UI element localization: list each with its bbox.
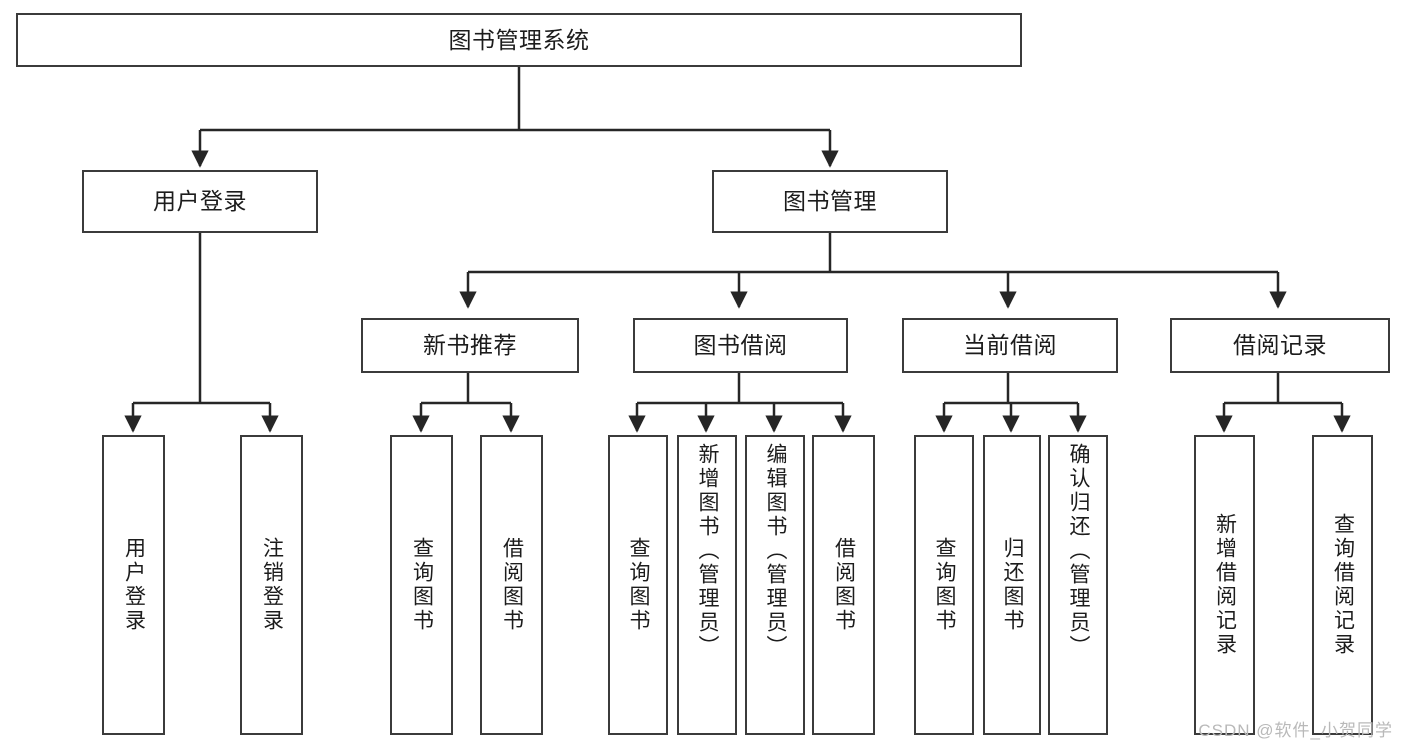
node-leaf-return-book[interactable]: 归还图书 — [983, 435, 1041, 735]
node-leaf-query-book-newbook[interactable]: 查询图书 — [390, 435, 453, 735]
node-book-manage[interactable]: 图书管理 — [712, 170, 948, 233]
node-leaf-logout[interactable]: 注销登录 — [240, 435, 303, 735]
node-user-login-label: 用户登录 — [153, 188, 247, 215]
node-leaf-logout-label: 注销登录 — [260, 537, 284, 633]
node-new-book-label: 新书推荐 — [423, 332, 517, 359]
node-book-manage-label: 图书管理 — [783, 188, 877, 215]
node-current-borrow-label: 当前借阅 — [963, 332, 1057, 359]
node-leaf-borrow-book-label: 借阅图书 — [832, 537, 856, 633]
node-current-borrow[interactable]: 当前借阅 — [902, 318, 1118, 373]
node-leaf-query-borrow-record-label: 查询借阅记录 — [1331, 513, 1355, 657]
node-leaf-add-book-admin-label: 新增图书（管理员） — [696, 443, 720, 659]
node-leaf-borrow-book-newbook[interactable]: 借阅图书 — [480, 435, 543, 735]
node-leaf-edit-book-admin[interactable]: 编辑图书（管理员） — [745, 435, 805, 735]
node-leaf-edit-book-admin-label: 编辑图书（管理员） — [764, 443, 788, 659]
node-leaf-query-book-borrow[interactable]: 查询图书 — [608, 435, 668, 735]
node-leaf-query-book-current-label: 查询图书 — [933, 537, 957, 633]
node-leaf-query-book-newbook-label: 查询图书 — [410, 537, 434, 633]
node-leaf-query-book-current[interactable]: 查询图书 — [914, 435, 974, 735]
node-book-borrow[interactable]: 图书借阅 — [633, 318, 848, 373]
node-leaf-confirm-return-admin-label: 确认归还（管理员） — [1067, 443, 1091, 659]
node-leaf-return-book-label: 归还图书 — [1001, 537, 1025, 633]
node-leaf-user-login-label: 用户登录 — [122, 537, 146, 633]
node-root-label: 图书管理系统 — [448, 26, 590, 53]
node-leaf-add-book-admin[interactable]: 新增图书（管理员） — [677, 435, 737, 735]
node-borrow-record[interactable]: 借阅记录 — [1170, 318, 1390, 373]
node-leaf-borrow-book[interactable]: 借阅图书 — [812, 435, 875, 735]
node-new-book[interactable]: 新书推荐 — [361, 318, 579, 373]
node-borrow-record-label: 借阅记录 — [1233, 332, 1327, 359]
csdn-watermark: CSDN @软件_小贺同学 — [1198, 721, 1393, 740]
node-leaf-borrow-book-newbook-label: 借阅图书 — [500, 537, 524, 633]
node-leaf-confirm-return-admin[interactable]: 确认归还（管理员） — [1048, 435, 1108, 735]
node-root[interactable]: 图书管理系统 — [16, 13, 1022, 67]
node-leaf-query-borrow-record[interactable]: 查询借阅记录 — [1312, 435, 1373, 735]
node-leaf-query-book-borrow-label: 查询图书 — [627, 537, 651, 633]
node-leaf-add-borrow-record[interactable]: 新增借阅记录 — [1194, 435, 1255, 735]
node-leaf-add-borrow-record-label: 新增借阅记录 — [1213, 513, 1237, 657]
node-leaf-user-login[interactable]: 用户登录 — [102, 435, 165, 735]
node-user-login[interactable]: 用户登录 — [82, 170, 318, 233]
node-book-borrow-label: 图书借阅 — [693, 332, 788, 359]
